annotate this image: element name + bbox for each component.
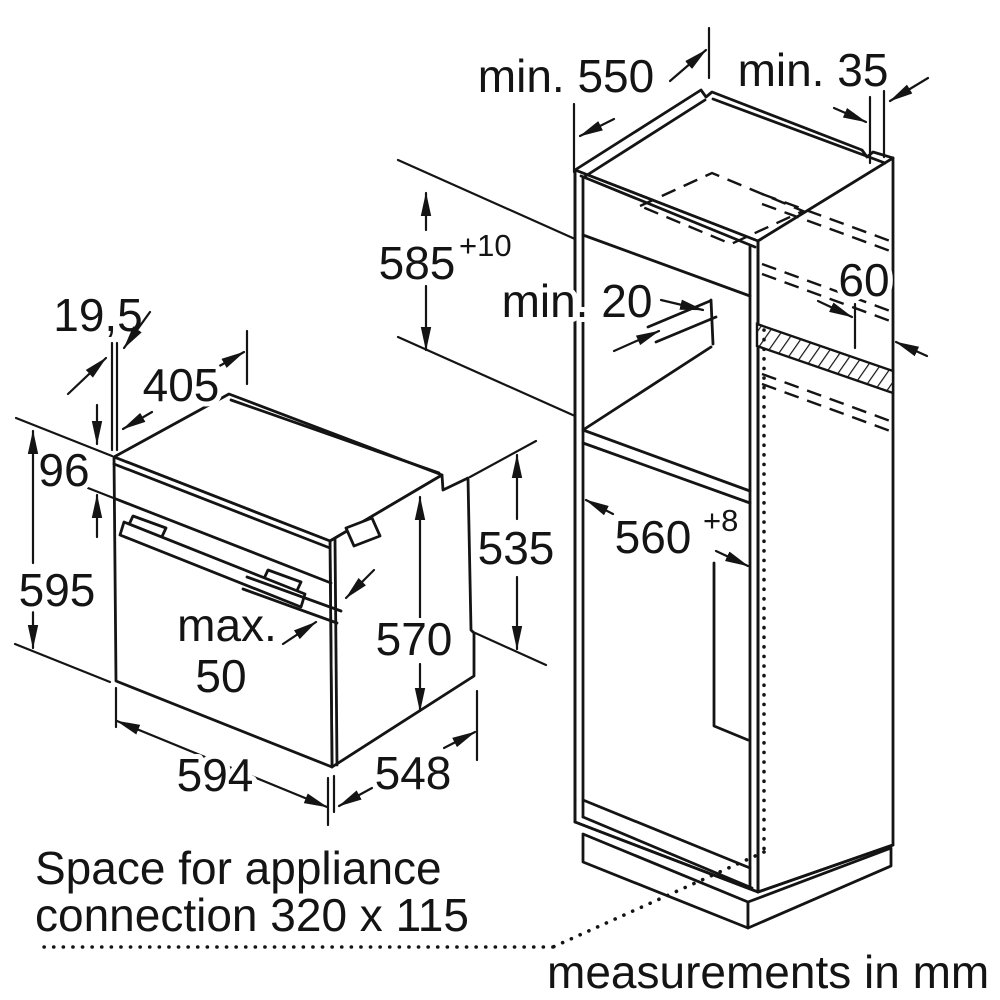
- dimension-labels: 19,5 405 96 595 max. 50 594 570 548 535 …: [14, 39, 895, 806]
- dim-oven-panel-height: 96: [38, 444, 89, 496]
- dim-back-gap: min. 20: [502, 275, 653, 327]
- dim-oven-protrusion-word: max.: [177, 599, 277, 651]
- dim-niche-height: 585: [379, 237, 456, 289]
- units-note: measurements in mm: [547, 946, 989, 998]
- notes: Space for appliance connection 320 x 115…: [35, 842, 989, 998]
- dim-cabinet-wall-gap: min. 35: [738, 44, 889, 96]
- oven-handle: [118, 514, 307, 609]
- connection-note-line1: Space for appliance: [35, 842, 442, 894]
- dim-oven-width: 594: [177, 749, 254, 801]
- dim-niche-width-tolerance: +8: [703, 503, 738, 538]
- dim-oven-protrusion-value: 50: [195, 650, 246, 702]
- dotted-connection-line: [38, 328, 766, 949]
- dim-oven-depth: 548: [375, 747, 452, 799]
- dim-niche-height-tolerance: +10: [459, 228, 512, 263]
- dimension-annotations: [13, 26, 930, 827]
- dim-cabinet-min-depth: min. 550: [478, 50, 654, 102]
- dim-oven-front-offset: 19,5: [53, 289, 143, 341]
- dim-oven-rear-height: 535: [478, 522, 555, 574]
- hidden-niche-top-outline: [637, 171, 806, 246]
- side-grip-cutout: [344, 516, 382, 548]
- dim-vent-gap: 60: [838, 254, 889, 306]
- dim-oven-height: 595: [19, 564, 96, 616]
- dim-niche-width: 560: [615, 511, 692, 563]
- connection-note-line2: connection 320 x 115: [35, 889, 469, 941]
- dim-oven-body-height: 570: [376, 613, 453, 665]
- cabinet-drawing: [38, 88, 895, 949]
- oven-drawing: [112, 392, 476, 769]
- cabinet-plinth: [581, 832, 893, 930]
- dim-oven-top-depth: 405: [143, 359, 220, 411]
- vent-hatch-strip: [755, 322, 895, 395]
